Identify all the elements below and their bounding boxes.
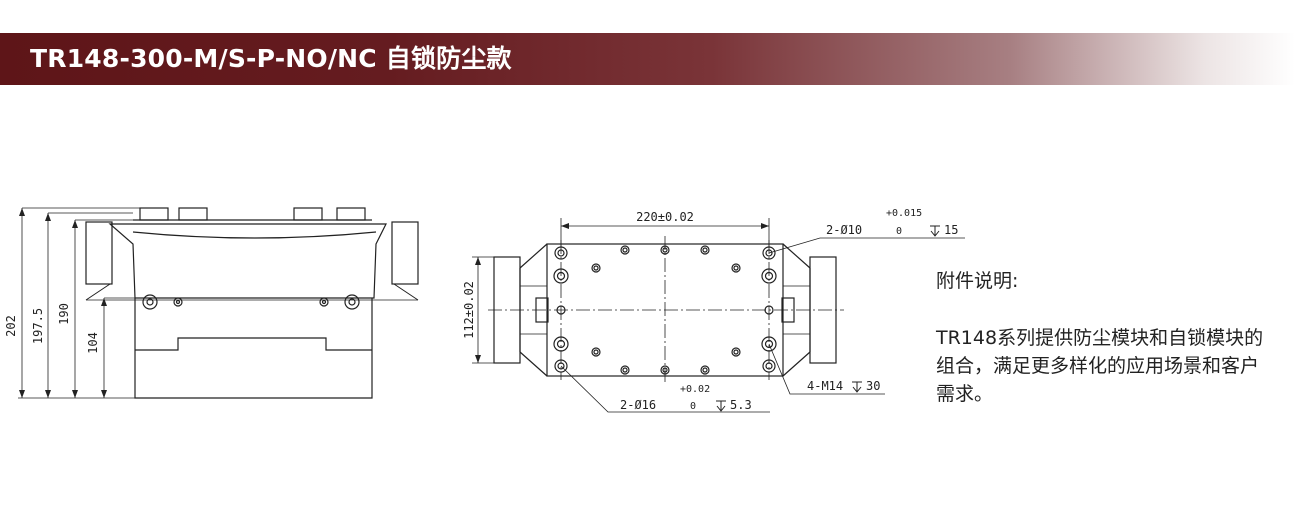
callout-2-d16: 2-Ø16: [620, 398, 656, 412]
callout-2-d16-tol-lower: 0: [690, 401, 696, 412]
title-bar: TR148-300-M/S-P-NO/NC 自锁防尘款: [0, 33, 1295, 85]
dim-104: 104: [86, 332, 100, 354]
callout-2-d10-tol-upper: +0.015: [886, 208, 922, 219]
page-title: TR148-300-M/S-P-NO/NC 自锁防尘款: [30, 44, 512, 73]
dim-202: 202: [4, 315, 18, 337]
dim-190: 190: [57, 303, 71, 325]
notes-body: TR148系列提供防尘模块和自锁模块的组合，满足更多样化的应用场景和客户需求。: [936, 327, 1264, 405]
notes-title: 附件说明:: [936, 270, 1019, 292]
dim-112: 112±0.02: [462, 281, 476, 339]
top-view-centerlines: [488, 236, 844, 384]
callout-2-d16-depth: 5.3: [730, 398, 752, 412]
side-view: [85, 207, 419, 399]
depth-symbol-icon: [930, 225, 940, 237]
callout-2-d10-tol-lower: 0: [896, 226, 902, 237]
dim-197-5: 197.5: [31, 308, 45, 344]
callout-2-d16-tol-upper: +0.02: [680, 384, 710, 395]
dim-220: 220±0.02: [636, 210, 694, 224]
depth-symbol-icon: [716, 400, 726, 412]
top-dimension-lines: [472, 218, 965, 413]
callout-2-d10-depth: 15: [944, 223, 958, 237]
callout-2-d10: 2-Ø10: [826, 223, 862, 237]
depth-symbol-icon: [852, 381, 862, 393]
side-dimension-lines: [18, 207, 140, 399]
callout-4-m14: 4-M14: [807, 379, 843, 393]
callout-4-m14-depth: 30: [866, 379, 880, 393]
